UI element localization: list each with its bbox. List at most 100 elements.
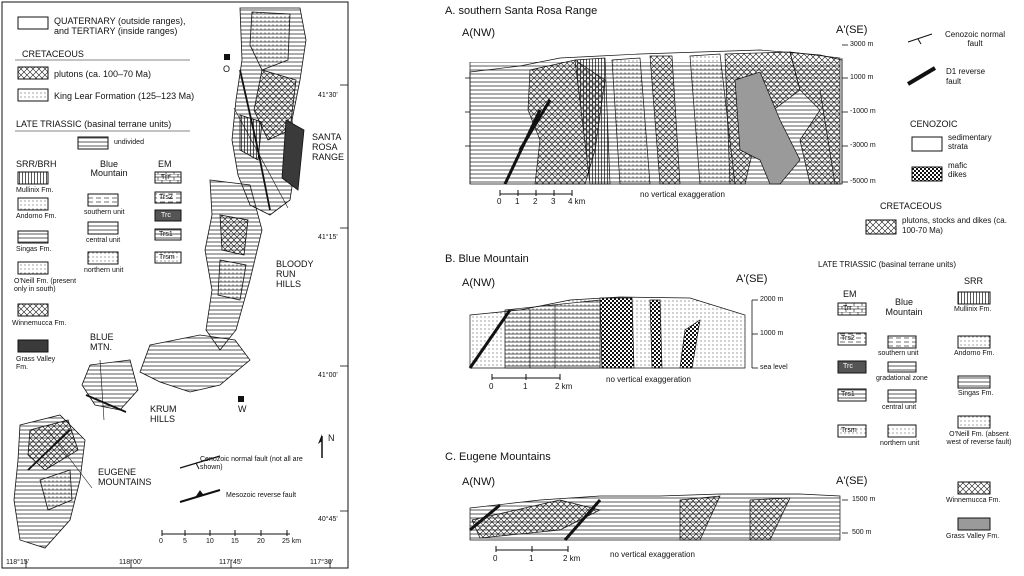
section-a-scale [499, 190, 573, 196]
map-mesozoic-fault: Mesozoic reverse fault [226, 492, 297, 499]
blue-unit-1: central unit [86, 237, 121, 244]
b-note: no vertical exaggeration [606, 375, 691, 384]
c-scale-2: 2 km [563, 554, 581, 563]
section-lines [47, 107, 289, 489]
lat-1: 41°15' [318, 234, 338, 241]
a-cenozoic: CENOZOIC [910, 119, 958, 129]
panel-a-title: A. southern Santa Rosa Range [445, 5, 598, 17]
a-scale-3: 3 [551, 197, 556, 206]
legend-king-lear: King Lear Formation (125–123 Ma) [54, 91, 195, 101]
b-em-3: Trs1 [841, 391, 855, 398]
a-cretaceous: CRETACEOUS [880, 201, 942, 211]
c-scale-0: 0 [493, 554, 498, 563]
lon-0: 118°15' [6, 559, 30, 566]
town-o-marker [224, 54, 230, 60]
swatch-king-lear [17, 88, 49, 102]
b-em-1: Trs2 [841, 335, 855, 342]
place-santa-rosa: SANTA ROSA RANGE [312, 132, 345, 162]
scale-2: 10 [206, 538, 214, 545]
panel-c-right: A'(SE) [836, 475, 868, 487]
a-sed: sedimentary strata [948, 133, 992, 151]
panel-c-left: A(NW) [462, 476, 495, 488]
em-unit-4: Trsm [159, 254, 175, 261]
swatch-plutons [17, 66, 49, 80]
scale-0: 0 [159, 538, 163, 545]
section-c [469, 493, 841, 541]
map-frame [1, 1, 349, 569]
srr-unit-2: Singas Fm. [16, 246, 52, 253]
legend-cretaceous: CRETACEOUS [22, 49, 84, 59]
b-col-em: EM [843, 289, 857, 299]
em-unit-3: Trs1 [159, 231, 173, 238]
a-elev-0: 3000 m [850, 41, 874, 48]
town-o: O [223, 64, 231, 74]
srr-unit-0: Mullinix Fm. [16, 187, 54, 194]
place-krum: KRUM HILLS [150, 404, 177, 424]
a-scale-2: 2 [533, 197, 538, 206]
section-b [469, 296, 746, 369]
c-scale-1: 1 [529, 554, 534, 563]
legend-col-em: EM [158, 159, 172, 169]
b-em-2: Trc [843, 363, 853, 370]
map-scale-bar [161, 530, 290, 536]
legend-plutons: plutons (ca. 100–70 Ma) [54, 69, 152, 79]
b-blue-2: central unit [882, 404, 917, 411]
b-blue-3: northern unit [880, 440, 920, 447]
scale-5: 25 km [282, 538, 302, 545]
b-srr-0: Mullinix Fm. [954, 306, 992, 313]
panel-a-left: A(NW) [462, 27, 495, 39]
b-srr-5: Grass Valley Fm. [946, 533, 1000, 540]
b-srr-2: Singas Fm. [958, 390, 994, 397]
lat-2: 41°00' [318, 372, 338, 379]
b-late-triassic: LATE TRIASSIC (basinal terrane units) [818, 260, 956, 269]
c-note: no vertical exaggeration [610, 550, 695, 559]
c-elev-1: 500 m [852, 529, 872, 536]
srr-unit-5: Grass Valley Fm. [16, 356, 56, 372]
blue-unit-0: southern unit [84, 209, 125, 216]
em-unit-2: Trc [161, 212, 171, 219]
panel-b-title: B. Blue Mountain [445, 253, 529, 265]
a-elev-2: -1000 m [850, 108, 876, 115]
lon-1: 118°00' [119, 559, 143, 566]
b-scale-2: 2 km [555, 382, 573, 391]
north-arrow-icon [318, 434, 323, 458]
section-a [469, 49, 843, 185]
b-scale-1: 1 [523, 382, 528, 391]
b-col-blue: Blue Mountain [885, 297, 923, 317]
a-elev-3: -3000 m [850, 142, 876, 149]
b-blue-1: gradational zone [876, 375, 928, 382]
swatch-quaternary [17, 16, 49, 30]
a-note: no vertical exaggeration [640, 190, 725, 199]
place-blue-mtn: BLUE MTN. [90, 332, 114, 352]
srr-unit-3: O'Neill Fm. (present only in south) [14, 278, 77, 294]
map-faults [27, 69, 271, 471]
lat-3: 40°45' [318, 516, 338, 523]
a-fault-normal: Cenozoic normal fault [944, 30, 1006, 49]
section-a-reverse-faults [503, 99, 552, 185]
place-bloody-run: BLOODY RUN HILLS [276, 259, 314, 289]
scale-1: 5 [183, 538, 187, 545]
lon-3: 117°30' [310, 559, 334, 566]
a-elev-4: -5000 m [850, 178, 876, 185]
a-mafic: mafic dikes [948, 161, 968, 179]
panel-b-right: A'(SE) [736, 273, 768, 285]
a-fault-reverse: D1 reverse fault [946, 67, 986, 86]
map-cenozoic-fault: Cenozoic normal fault (not all are shown… [200, 456, 303, 472]
b-em-0: Trr [843, 305, 852, 312]
legend-late-triassic: LATE TRIASSIC (basinal terrane units) [16, 119, 172, 129]
c-elev-0: 1500 m [852, 496, 876, 503]
srr-unit-4: Winnemucca Fm. [12, 320, 67, 327]
b-scale-0: 0 [489, 382, 494, 391]
lat-0: 41°30' [318, 92, 338, 99]
b-elev-2: sea level [760, 364, 788, 371]
a-scale-4: 4 km [568, 197, 586, 206]
town-w-marker [238, 396, 244, 402]
town-w: W [238, 404, 247, 414]
panel-a-right: A'(SE) [836, 24, 868, 36]
north-label: N [328, 433, 335, 443]
scale-3: 15 [231, 538, 239, 545]
em-unit-1: Trs2 [159, 194, 173, 201]
b-srr-4: Winnemucca Fm. [946, 497, 1001, 504]
srr-unit-1: Andorno Fm. [16, 213, 57, 220]
